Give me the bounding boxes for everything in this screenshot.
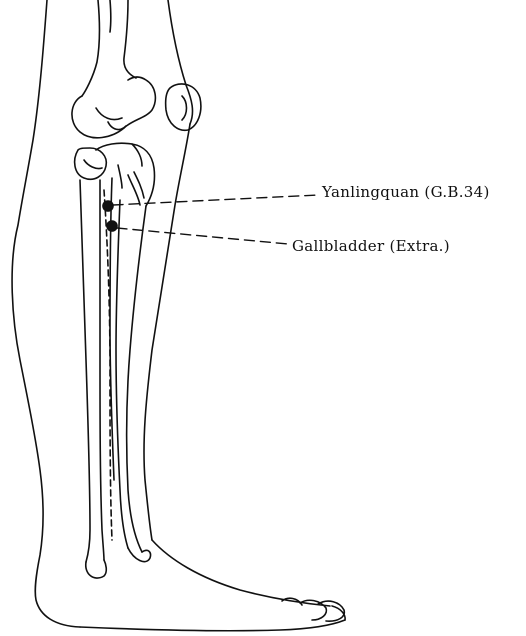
patella: [166, 84, 201, 130]
acupoint-yanlingquan-dot: [103, 201, 113, 211]
leg-skin-outline: [12, 0, 345, 631]
label-gallbladder-extra: Gallbladder (Extra.): [292, 237, 450, 255]
fibula: [75, 148, 107, 578]
acupoint-gallbladder-dot: [107, 221, 117, 231]
femoral-condyles: [72, 77, 155, 138]
femur: [82, 0, 136, 96]
label-yanlingquan-gb34: Yanlingquan (G.B.34): [322, 183, 490, 201]
